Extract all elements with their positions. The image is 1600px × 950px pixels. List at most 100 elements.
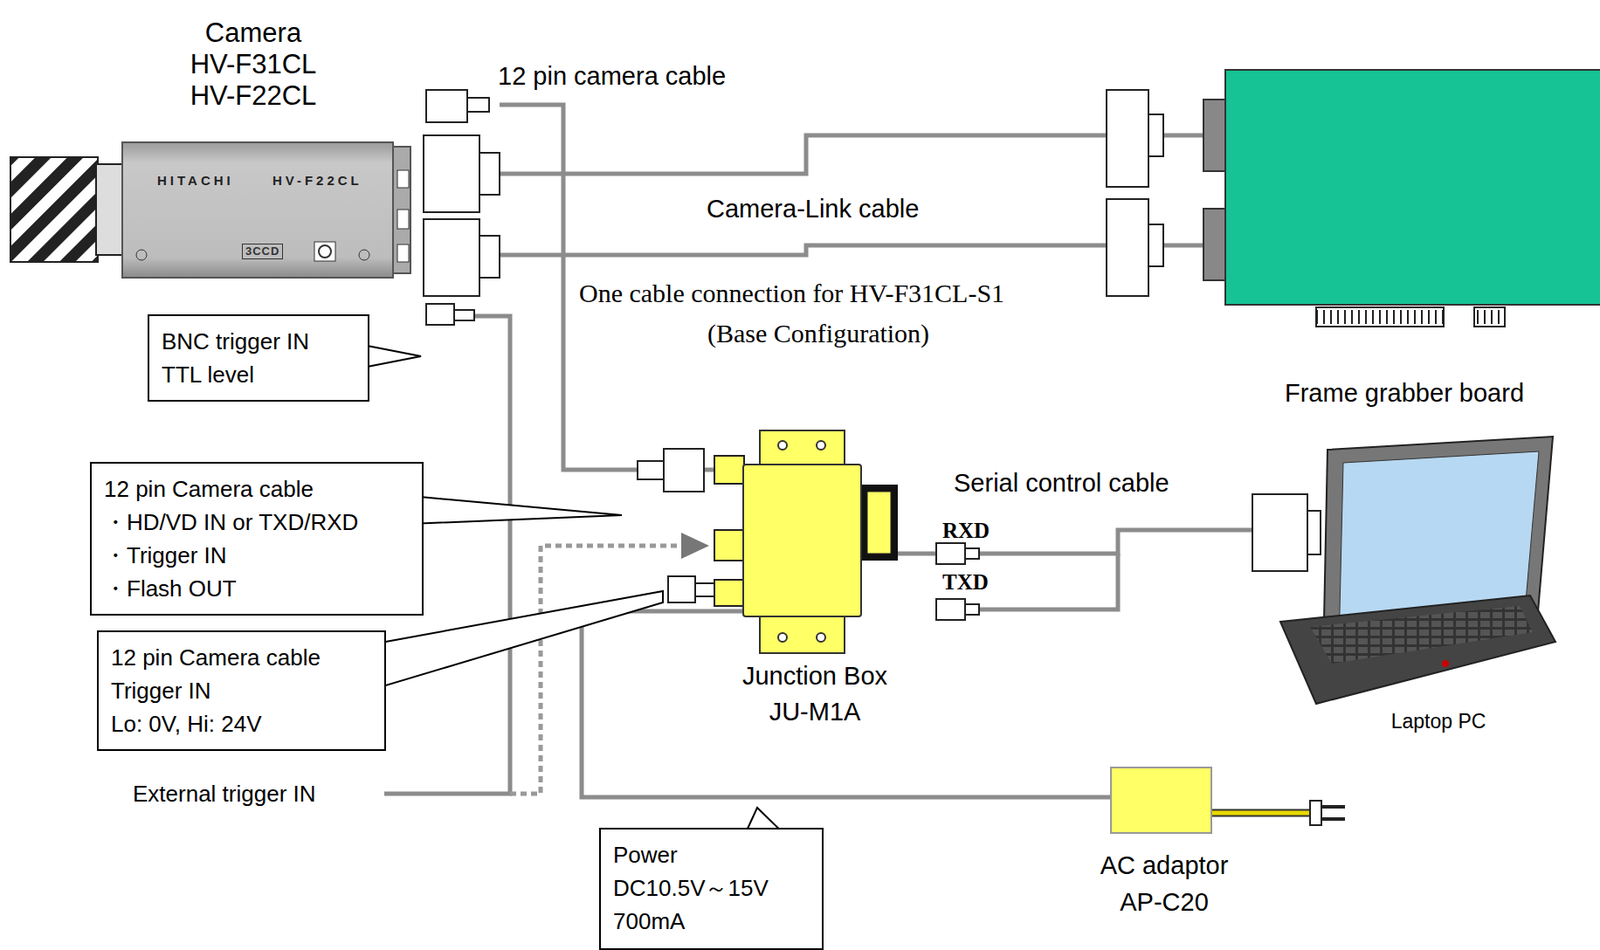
mains-plug xyxy=(1310,800,1322,826)
ac-adaptor: AC adaptorAP-C20 xyxy=(1110,766,1213,835)
node-label: AC adaptor xyxy=(1100,850,1229,881)
plug xyxy=(663,448,704,492)
jb-port xyxy=(860,484,898,561)
callout-text: Lo: 0V, Hi: 24V xyxy=(110,707,373,741)
junction-box: Junction BoxJU-M1A xyxy=(742,463,863,618)
plug xyxy=(965,548,980,559)
node-label: HITACHI HV-F22CL xyxy=(157,172,363,188)
cord xyxy=(1212,809,1312,818)
cable xyxy=(862,530,1281,554)
cl-connector xyxy=(423,219,480,297)
callout-text: BNC trigger IN xyxy=(161,324,356,359)
jb-port xyxy=(867,491,891,554)
edge-pins xyxy=(1316,307,1444,327)
trackpoint xyxy=(1441,660,1449,668)
callout-pointer xyxy=(410,496,622,525)
hole xyxy=(778,441,787,450)
node-label: JU-M1A xyxy=(769,696,862,727)
lens-ring xyxy=(96,164,125,256)
note: One cable connection for HV-F31CL-S1 xyxy=(579,277,1005,310)
jb-port xyxy=(714,530,745,561)
cl-connector xyxy=(479,235,500,278)
bracket xyxy=(1203,99,1227,172)
signal-name: TXD xyxy=(942,570,989,595)
camera: CameraHV-F31CLHV-F22CLHITACHI HV-F22CL xyxy=(10,17,500,324)
camera-back xyxy=(393,146,411,274)
logo-mark xyxy=(314,241,336,262)
cl-connector xyxy=(1148,114,1164,157)
plug xyxy=(695,583,715,597)
cl-connector xyxy=(1106,89,1149,187)
callout-text: ・HD/VD IN or TXD/RXD xyxy=(103,505,410,539)
keyboard xyxy=(1310,606,1533,664)
mount-ear xyxy=(759,430,845,466)
callout-text: ・Flash OUT xyxy=(103,572,410,606)
note: (Base Configuration) xyxy=(707,317,930,350)
cable xyxy=(581,611,1111,798)
arrow-head xyxy=(681,532,710,559)
node-label: Frame grabber board xyxy=(1284,378,1525,408)
prong xyxy=(1321,817,1345,821)
cl-connector xyxy=(479,152,500,195)
callout-box: PowerDC10.5V～15V700mA xyxy=(599,827,824,950)
callout-box: 12 pin Camera cableTrigger INLo: 0V, Hi:… xyxy=(96,630,387,752)
laptop-pc: Laptop PC xyxy=(1280,433,1556,704)
callout-text: 12 pin Camera cable xyxy=(110,641,373,675)
logo-mark xyxy=(318,245,332,258)
bnc-plug xyxy=(454,310,475,321)
serial-connector xyxy=(1252,494,1308,572)
callout-text: Power xyxy=(613,838,810,872)
node-label: Laptop PC xyxy=(1391,709,1487,734)
callout-box: BNC trigger INTTL level xyxy=(147,314,370,402)
hole xyxy=(778,633,787,642)
prong xyxy=(1321,805,1345,809)
callout-text: Trigger IN xyxy=(110,674,373,708)
trigger-wire-dotted xyxy=(510,545,683,794)
jb-port xyxy=(714,579,745,607)
back-port xyxy=(397,244,409,263)
serial-connector xyxy=(1307,510,1321,555)
screw xyxy=(136,249,147,261)
node-label: HV-F22CL xyxy=(190,80,318,112)
camera-body xyxy=(122,142,394,278)
cl-connector xyxy=(1106,199,1149,297)
node-label: AP-C20 xyxy=(1119,887,1209,918)
back-port xyxy=(397,170,409,188)
plug xyxy=(936,543,966,565)
cord xyxy=(1212,811,1312,816)
hole xyxy=(816,633,826,642)
plug xyxy=(467,97,490,112)
hole xyxy=(816,441,826,450)
plug xyxy=(936,599,966,621)
callout-text: 12 pin Camera cable xyxy=(103,472,410,506)
node-label: HV-F31CL xyxy=(190,48,318,81)
cl-connector xyxy=(423,135,480,213)
cable-label: 12 pin camera cable xyxy=(497,61,726,91)
plug xyxy=(426,89,468,123)
lens xyxy=(10,157,98,263)
plug xyxy=(668,576,696,603)
bnc-plug xyxy=(426,303,455,325)
plug xyxy=(965,604,980,615)
plug xyxy=(637,461,664,480)
jb-port xyxy=(714,455,745,484)
callout-text: DC10.5V～15V xyxy=(613,871,810,905)
bracket xyxy=(1203,208,1227,281)
laptop-base xyxy=(1280,595,1556,704)
edge-pins xyxy=(1474,307,1505,327)
txd-wire xyxy=(979,553,1118,610)
back-port xyxy=(397,209,409,229)
cl-connector xyxy=(1148,224,1164,267)
signal-name: RXD xyxy=(942,518,990,544)
mount-ear xyxy=(759,615,845,654)
node-label: Junction Box xyxy=(742,661,888,691)
callout-text: 700mA xyxy=(613,904,810,938)
callout-text: ・Trigger IN xyxy=(103,538,410,573)
screw xyxy=(358,249,370,261)
cable-label: Camera-Link cable xyxy=(706,193,919,224)
cable-label: Serial control cable xyxy=(953,468,1170,498)
callout-text: TTL level xyxy=(161,358,356,392)
callout-box: 12 pin Camera cable・HD/VD IN or TXD/RXD・… xyxy=(89,462,424,616)
signal-name: External trigger IN xyxy=(132,780,317,807)
